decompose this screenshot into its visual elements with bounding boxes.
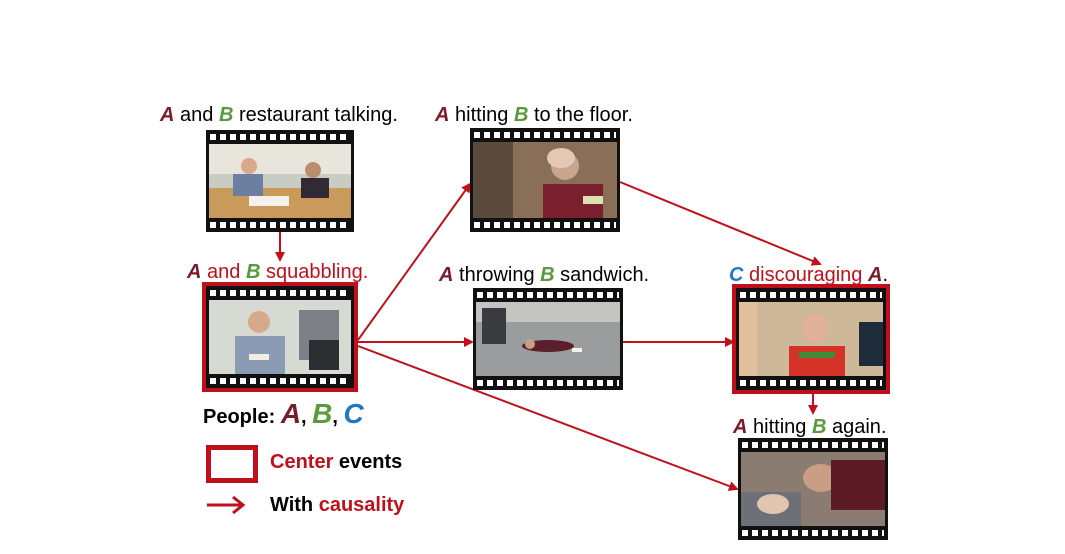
legend-highlight-word: Center [270, 451, 334, 473]
video-frame-restaurant-talking [206, 130, 354, 232]
person-a-label: A [160, 104, 175, 126]
caption-text: hitting [747, 416, 812, 438]
person-a-legend: A [280, 398, 302, 429]
caption-text: restaurant talking. [233, 104, 398, 126]
caption-text: to the floor. [528, 104, 633, 126]
event-caption-discouraging: C discouraging A. [729, 263, 888, 287]
event-caption-restaurant-talking: A and B restaurant talking. [160, 103, 398, 127]
legend-text: events [333, 451, 403, 473]
people-label: People: [203, 406, 276, 428]
person-b-label: B [245, 261, 261, 283]
person-c-label: C [729, 264, 744, 286]
caption-text: squabbling. [260, 261, 369, 283]
video-frame-squabbling-center-event [202, 282, 358, 392]
legend-highlight-word: causality [318, 494, 405, 516]
person-c-legend: C [343, 398, 364, 429]
caption-text: hitting [449, 104, 514, 126]
person-b-label: B [218, 104, 234, 126]
person-b-legend: B [312, 398, 333, 429]
video-frame-discouraging-center-event [732, 284, 890, 394]
video-frame-throwing-sandwich [473, 288, 623, 390]
caption-text: and [174, 104, 219, 126]
person-b-label: B [513, 104, 529, 126]
causality-arrow-legend-icon [207, 495, 246, 515]
video-frame-hitting-floor [470, 128, 620, 232]
arrow-e2-e3 [357, 182, 472, 341]
event-caption-hitting-again: A hitting B again. [733, 415, 886, 439]
causality-legend-label: With causality [270, 494, 404, 517]
caption-text: discouraging [743, 264, 868, 286]
arrow-e2-e6 [357, 345, 739, 491]
caption-text: again. [826, 416, 887, 438]
caption-text: throwing [453, 264, 541, 286]
person-a-label: A [439, 264, 454, 286]
person-b-label: B [540, 264, 555, 286]
separator: , [301, 406, 313, 428]
event-caption-squabbling: A and B squabbling. [187, 260, 368, 284]
event-caption-hitting-floor: A hitting B to the floor. [435, 103, 633, 127]
person-a-label: A [435, 104, 450, 126]
caption-text: and [201, 261, 246, 283]
video-frame-hitting-again [738, 438, 888, 540]
center-event-legend-swatch [206, 445, 258, 483]
person-a-label: A [733, 416, 748, 438]
person-a-label: A [187, 261, 202, 283]
caption-text: sandwich. [554, 264, 650, 286]
legend-text: With [270, 494, 319, 516]
separator: , [332, 406, 344, 428]
people-legend: People: A, B, C [203, 398, 364, 430]
center-events-legend-label: Center events [270, 451, 402, 474]
person-b-label: B [811, 416, 827, 438]
arrow-e3-e5 [619, 181, 822, 266]
caption-text: . [882, 264, 888, 286]
event-caption-throwing-sandwich: A throwing B sandwich. [439, 263, 649, 287]
person-a-label: A [867, 264, 883, 286]
